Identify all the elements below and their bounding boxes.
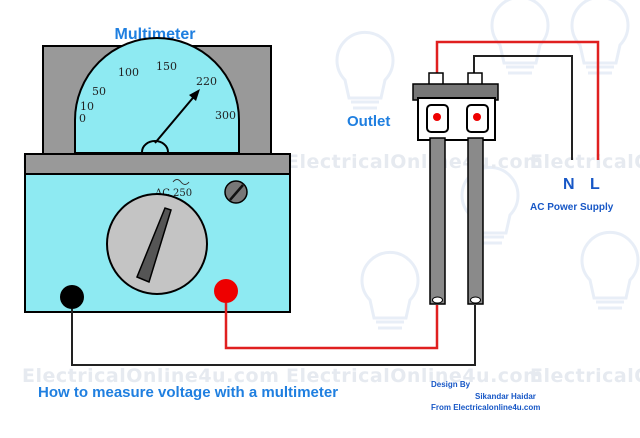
credit-author: Sikandar Haidar	[475, 392, 536, 401]
selector-dial[interactable]	[106, 193, 208, 295]
scale-label: 0	[79, 112, 86, 125]
watermark: ElectricalOnline4u.com	[22, 365, 279, 387]
scale-label: 100	[118, 66, 139, 79]
meter-band	[24, 153, 291, 175]
neutral-label: N	[563, 176, 575, 193]
needle-pivot	[141, 140, 169, 153]
watermark: ElectricalOnline4u.com	[530, 365, 640, 387]
multimeter: 0 10 50 100 150 220 300 AC 250	[24, 37, 291, 313]
meter-needle	[154, 92, 198, 144]
neutral-test-lead	[71, 305, 476, 366]
live-test-lead	[224, 303, 439, 350]
scale-label: 10	[80, 100, 94, 113]
live-label: L	[590, 176, 600, 193]
scale-label: 300	[215, 109, 236, 122]
watermark: ElectricalOnline4u.com	[530, 151, 640, 173]
neutral-supply-wire	[473, 55, 573, 160]
supply-label: AC Power Supply	[530, 202, 614, 213]
bulb-icon	[360, 250, 420, 330]
meter-scale: 0 10 50 100 150 220 300	[79, 60, 236, 125]
zero-adjust-screw-icon	[224, 180, 248, 204]
caption: How to measure voltage with a multimeter	[38, 384, 338, 401]
bulb-icon	[335, 30, 395, 110]
ac-symbol-icon	[172, 179, 190, 185]
scale-label: 220	[196, 75, 217, 88]
selector-pointer-icon	[136, 207, 172, 284]
meter-display-window	[74, 37, 240, 154]
outlet-screw-left	[428, 72, 444, 86]
com-terminal[interactable]	[60, 285, 84, 309]
range-label: AC 250	[154, 188, 192, 199]
outlet-screw-right	[467, 72, 483, 86]
outlet	[412, 72, 499, 141]
credit-design-by: Design By	[431, 380, 471, 389]
diagram-title: Multimeter	[115, 26, 196, 43]
bulb-icon	[490, 0, 550, 75]
bulb-icon	[580, 230, 640, 310]
scale-label: 150	[156, 60, 177, 73]
credit-source: From Electricalonline4u.com	[431, 403, 540, 412]
volt-terminal[interactable]	[214, 279, 238, 303]
live-supply-wire	[435, 40, 600, 160]
bulb-icon	[570, 0, 630, 75]
live-probe[interactable]	[429, 137, 446, 305]
watermark: ElectricalOnline4u.com	[286, 151, 543, 173]
neutral-probe[interactable]	[467, 137, 484, 305]
scale-label: 50	[92, 85, 106, 98]
needle-arrowhead	[189, 89, 200, 101]
outlet-label: Outlet	[347, 113, 390, 130]
watermark: ElectricalOnline4u.com	[286, 365, 543, 387]
